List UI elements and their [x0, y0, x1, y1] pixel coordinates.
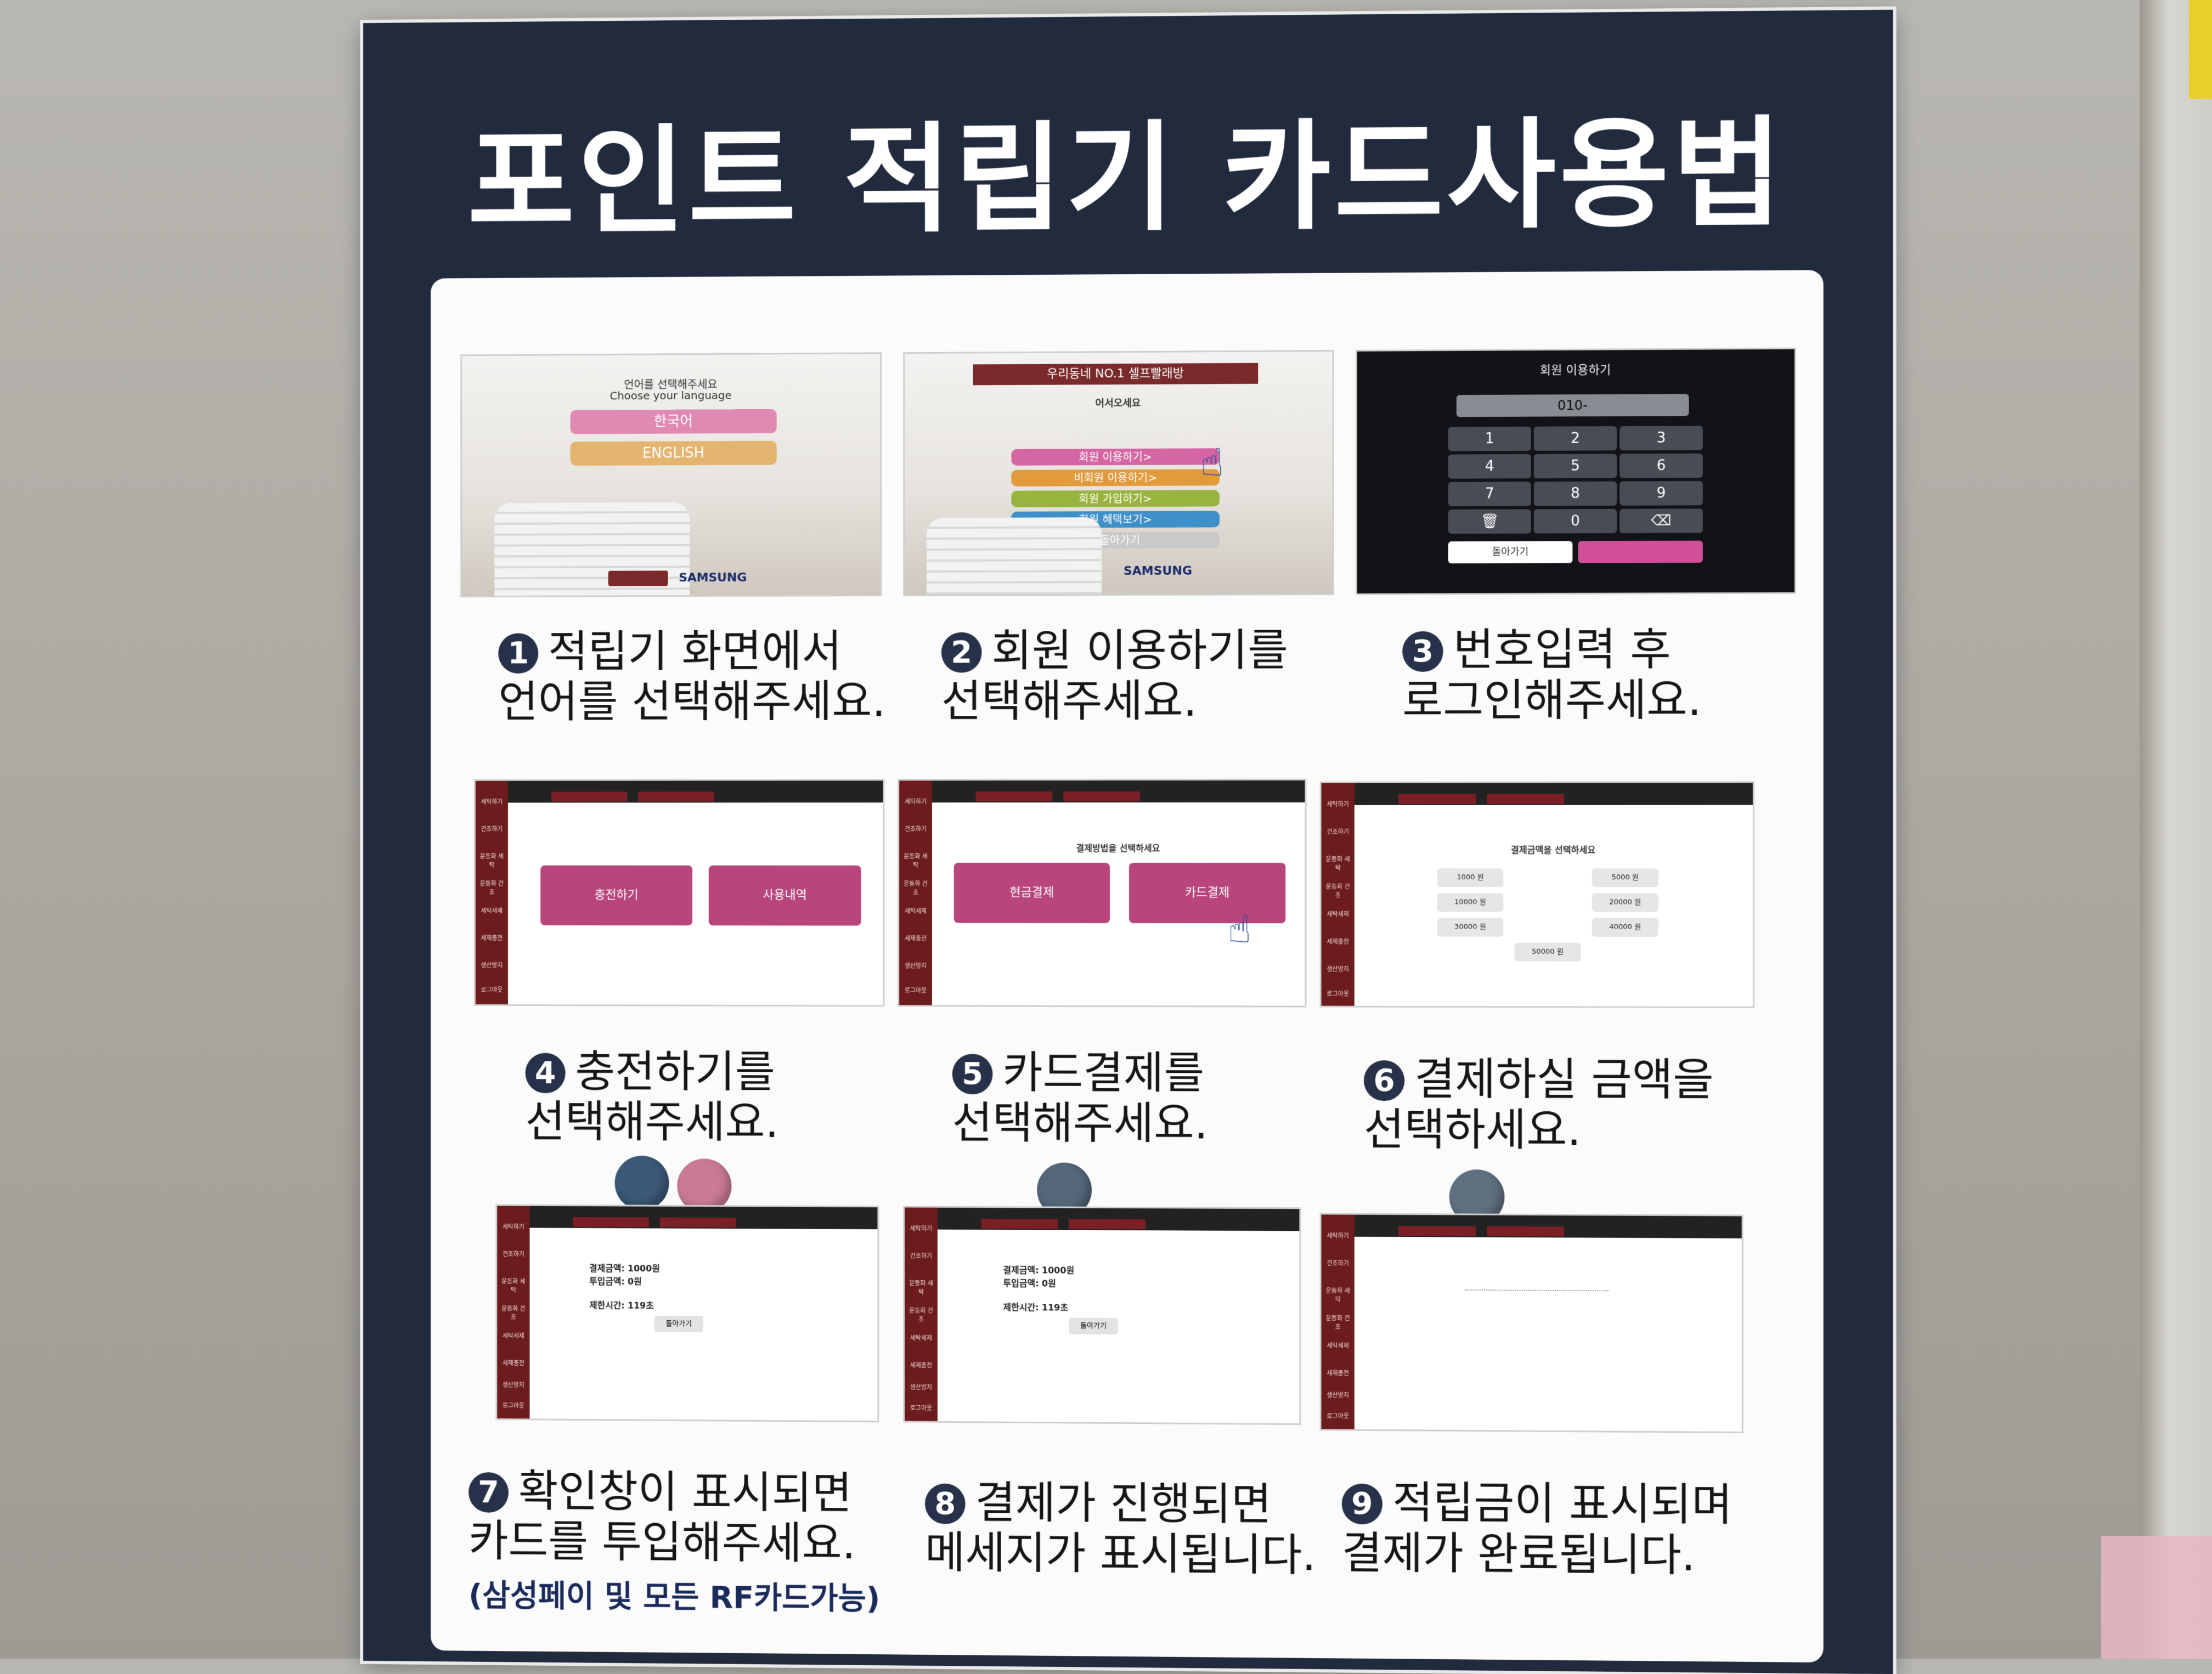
login-button[interactable]	[1578, 540, 1703, 563]
key-2[interactable]: 2	[1533, 426, 1617, 451]
screen-login: 회원 이용하기 010- 1 2 3 4 5 6 7 8 9 🗑 0 ⌫ 돌아가…	[1355, 347, 1796, 595]
prompt-en: Choose your language	[610, 388, 732, 403]
korean-button[interactable]: 한국어	[570, 409, 777, 434]
yellow-tape	[2189, 0, 2212, 99]
amount-5000[interactable]: 5000 원	[1592, 868, 1658, 887]
pay-amount: 결제금액: 1000원	[589, 1263, 660, 1274]
member-button[interactable]: 회원 이용하기>	[1011, 448, 1220, 466]
time-limit: 제한시간: 119초	[1003, 1302, 1069, 1313]
trash-icon[interactable]: 🗑	[1448, 509, 1531, 534]
screen-complete: 세탁하기 건조하기 운동화 세탁 운동화 건조 세탁세제 세제충전 생산방지 로…	[1319, 1213, 1743, 1434]
sidebar: 세탁하기 건조하기 운동화 세탁 운동화 건조 세탁세제 세제충전 생산방지 로…	[1321, 1214, 1355, 1429]
towel-stack	[926, 517, 1102, 595]
amount-30000[interactable]: 30000 원	[1437, 918, 1504, 937]
step-number: 6	[1363, 1060, 1405, 1101]
key-6[interactable]: 6	[1620, 453, 1703, 478]
time-limit: 제한시간: 119초	[589, 1300, 654, 1311]
screen-menu: 우리동네 NO.1 셀프빨래방 어서오세요 회원 이용하기> 비회원 이용하기>…	[903, 349, 1334, 597]
screen-processing: 세탁하기 건조하기 운동화 세탁 운동화 건조 세탁세제 세제충전 생산방지 로…	[903, 1206, 1301, 1426]
inserted-amount: 투입금액: 0원	[1003, 1277, 1056, 1289]
backspace-icon[interactable]: ⌫	[1620, 508, 1703, 534]
screen-charge: 세탁하기 건조하기 운동화 세탁 운동화 건조 세탁세제 세제충전 생산방지 로…	[473, 779, 885, 1007]
screen-payment-method: 세탁하기 건조하기 운동화 세탁 운동화 건조 세탁세제 세제충전 생산방지 로…	[898, 778, 1307, 1008]
sidebar: 세탁하기 건조하기 운동화 세탁 운동화 건조 세탁세제 세제충전 생산방지 로…	[899, 781, 932, 1005]
back-button[interactable]: 돌아가기	[654, 1315, 703, 1333]
key-5[interactable]: 5	[1533, 454, 1617, 479]
instruction-card: 언어를 선택해주세요 Choose your language 한국어 ENGL…	[431, 270, 1824, 1663]
amount-40000[interactable]: 40000 원	[1592, 918, 1658, 937]
brand-logo	[608, 570, 668, 586]
card-button[interactable]: 카드결제	[1128, 863, 1286, 924]
amount-20000[interactable]: 20000 원	[1592, 893, 1658, 912]
instruction-poster: 포인트 적립기 카드사용법 언어를 선택해주세요 Choose your lan…	[363, 9, 1893, 1674]
completion-message	[1464, 1267, 1609, 1292]
inserted-amount: 투입금액: 0원	[589, 1276, 642, 1287]
amount-10000[interactable]: 10000 원	[1437, 893, 1504, 912]
key-9[interactable]: 9	[1620, 480, 1703, 506]
pink-tape	[2101, 1536, 2212, 1659]
top-bar	[937, 1207, 1300, 1231]
pointer-hand-icon: ☝	[1200, 440, 1224, 485]
key-0[interactable]: 0	[1533, 508, 1617, 534]
key-7[interactable]: 7	[1448, 482, 1531, 506]
adjacent-wall	[2140, 0, 2212, 1659]
sidebar: 세탁하기 건조하기 운동화 세탁 운동화 건조 세탁세제 세제충전 생산방지 로…	[905, 1207, 938, 1421]
amount-1000[interactable]: 1000 원	[1437, 868, 1504, 887]
phone-field[interactable]: 010-	[1456, 394, 1689, 417]
welcome-text: 어서오세요	[1095, 397, 1141, 410]
banner: 우리동네 NO.1 셀프빨래방	[973, 363, 1259, 386]
step-number: 7	[469, 1472, 509, 1513]
brand-text: SAMSUNG	[679, 570, 747, 585]
method-title: 결제방법을 선택하세요	[1076, 842, 1160, 854]
key-1[interactable]: 1	[1448, 426, 1531, 451]
history-button[interactable]: 사용내역	[708, 865, 861, 926]
key-3[interactable]: 3	[1620, 426, 1703, 451]
screen-amount: 세탁하기 건조하기 운동화 세탁 운동화 건조 세탁세제 세제충전 생산방지 로…	[1319, 781, 1754, 1009]
pointer-hand-icon: ☝	[1228, 907, 1251, 952]
step-number: 5	[952, 1054, 993, 1095]
step-7-note: (삼성페이 및 모든 RF카드가능)	[469, 1577, 881, 1617]
back-button[interactable]: 돌아가기	[1069, 1317, 1119, 1334]
amount-50000[interactable]: 50000 원	[1514, 942, 1581, 962]
top-bar	[1354, 1214, 1742, 1238]
pay-amount: 결제금액: 1000원	[1003, 1265, 1075, 1276]
top-bar	[508, 781, 883, 803]
sidebar: 세탁하기 건조하기 운동화 세탁 운동화 건조 세탁세제 세제충전 생산방지 로…	[1321, 783, 1355, 1006]
top-bar	[1354, 783, 1753, 805]
step-number: 8	[924, 1483, 966, 1524]
screen-language: 언어를 선택해주세요 Choose your language 한국어 ENGL…	[460, 352, 882, 598]
step-number: 3	[1402, 631, 1443, 672]
amount-title: 결제금액을 선택하세요	[1511, 845, 1596, 856]
poster-title: 포인트 적립기 카드사용법	[467, 104, 1786, 251]
top-bar	[932, 780, 1305, 803]
key-8[interactable]: 8	[1533, 481, 1617, 506]
step-number: 4	[525, 1053, 566, 1094]
back-button[interactable]: 돌아가기	[1448, 541, 1573, 564]
top-bar	[529, 1206, 878, 1230]
key-4[interactable]: 4	[1448, 454, 1531, 479]
english-button[interactable]: ENGLISH	[570, 440, 777, 466]
cash-button[interactable]: 현금결제	[953, 862, 1110, 923]
sidebar: 세탁하기 건조하기 운동화 세탁 운동화 건조 세탁세제 세제충전 생산방지 로…	[475, 781, 509, 1005]
signup-button[interactable]: 회원 가입하기>	[1011, 490, 1220, 507]
step-number: 1	[498, 633, 539, 674]
guest-button[interactable]: 비회원 이용하기>	[1011, 469, 1220, 487]
brand-text: SAMSUNG	[1123, 564, 1192, 578]
step-number: 9	[1341, 1483, 1383, 1525]
step-number: 2	[941, 632, 982, 673]
sidebar: 세탁하기 건조하기 운동화 세탁 운동화 건조 세탁세제 세제충전 생산방지 로…	[497, 1206, 530, 1419]
charge-button[interactable]: 충전하기	[540, 865, 693, 926]
navy-magnet	[614, 1155, 669, 1211]
screen-insert-card: 세탁하기 건조하기 운동화 세탁 운동화 건조 세탁세제 세제충전 생산방지 로…	[495, 1204, 879, 1423]
login-title: 회원 이용하기	[1539, 363, 1611, 378]
